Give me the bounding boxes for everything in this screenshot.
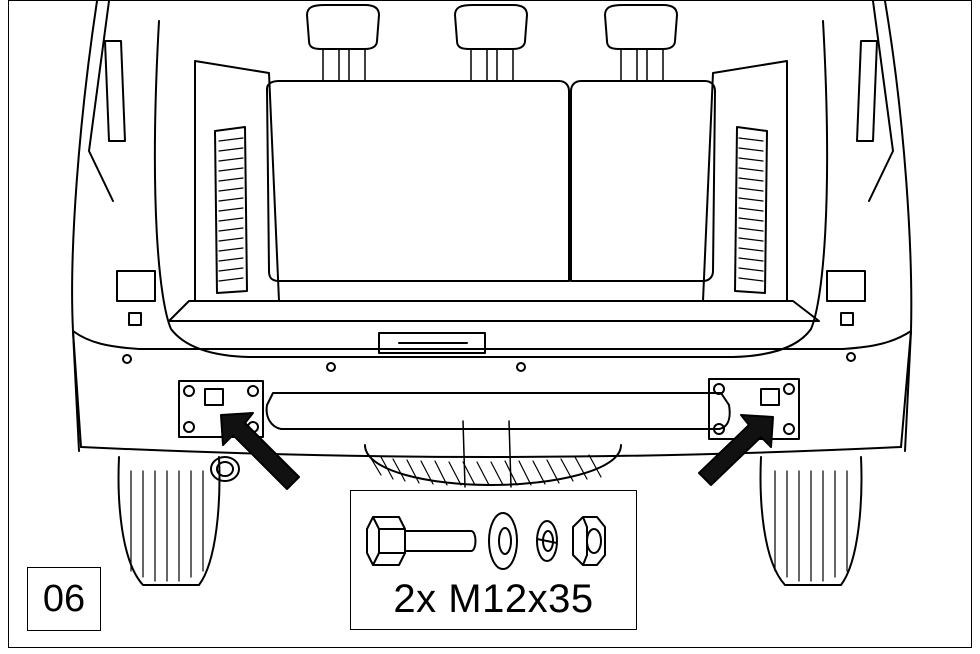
hardware-parts-box: 2x M12x35 [350, 490, 637, 630]
flat-washer-icon [488, 512, 518, 570]
hex-nut-icon [572, 516, 606, 566]
hardware-parts-drawing [366, 512, 606, 570]
step-number: 06 [42, 577, 86, 620]
right-vent [734, 126, 768, 294]
left-arrow-icon [220, 412, 300, 490]
hardware-spec-label: 2x M12x35 [393, 577, 594, 621]
bolt-icon [366, 516, 477, 566]
step-number-box: 06 [27, 567, 101, 631]
illustration-frame: 06 2x M12x35 [8, 0, 972, 648]
vehicle-rear-drawing [71, 1, 913, 586]
right-arrow-icon [698, 414, 774, 486]
left-vent [214, 126, 248, 294]
spring-washer-icon [536, 520, 558, 562]
